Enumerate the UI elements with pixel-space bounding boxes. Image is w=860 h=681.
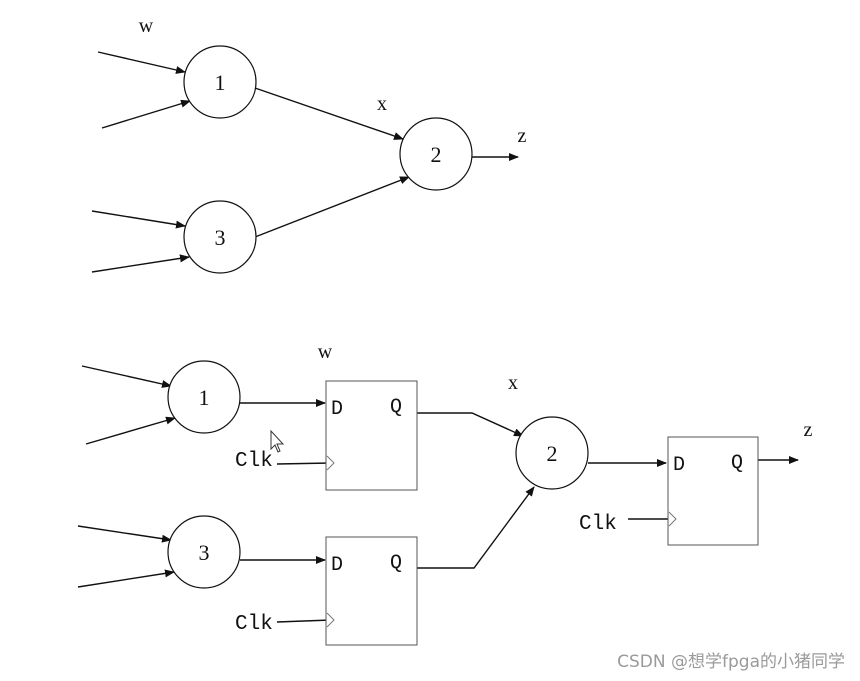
edge-3-to-2 xyxy=(254,176,410,238)
signal-x-label: x xyxy=(377,93,387,115)
input-edge xyxy=(97,51,186,74)
top-diagram: 1 3 2 w x z xyxy=(91,15,527,274)
node-2-label: 2 xyxy=(431,142,442,167)
flip-flop-box xyxy=(325,536,418,646)
flip-flop-box xyxy=(667,436,759,546)
node-3-label: 3 xyxy=(215,225,226,250)
flip-flop-box xyxy=(325,380,418,491)
mouse-cursor-icon xyxy=(270,429,285,453)
ff-bottom-clk-label: Clk xyxy=(235,613,273,636)
signal-z-label: z xyxy=(518,125,527,147)
clk-line-ff-bottom xyxy=(276,619,332,623)
ff-d-port: D xyxy=(331,554,343,577)
flip-flop-top: D Q xyxy=(325,380,418,491)
node-3 xyxy=(167,515,241,589)
node-3 xyxy=(183,200,257,274)
flip-flop-output: D Q xyxy=(667,436,759,546)
ff-q-port: Q xyxy=(390,552,402,575)
ff-output-clk-label: Clk xyxy=(579,513,617,536)
signal-w-label: w xyxy=(139,15,154,37)
edge-w xyxy=(254,87,404,140)
clock-triangle-icon xyxy=(326,612,335,628)
node-2-label: 2 xyxy=(547,441,558,466)
node-3-label: 3 xyxy=(199,540,210,565)
input-edge xyxy=(91,254,190,273)
input-edge xyxy=(91,210,186,229)
watermark: CSDN @想学fpga的小猪同学 xyxy=(617,652,845,672)
edge-ff-bottom-to-2 xyxy=(417,486,535,569)
node-2 xyxy=(515,416,589,490)
ff-q-port: Q xyxy=(731,452,743,475)
signal-z-label: z xyxy=(804,419,813,441)
ff-top-clk-label: Clk xyxy=(235,450,273,473)
flip-flop-bottom: D Q xyxy=(325,536,418,646)
ff-q-port: Q xyxy=(390,396,402,419)
node-1-label: 1 xyxy=(215,70,226,95)
input-edge xyxy=(101,99,191,129)
clock-triangle-icon xyxy=(668,511,677,527)
input-edge xyxy=(85,416,176,445)
ff-d-port: D xyxy=(673,454,685,477)
node-1 xyxy=(167,360,241,434)
node-1-label: 1 xyxy=(199,385,210,410)
signal-w-label: w xyxy=(318,341,333,363)
edge-ff-top-to-2 xyxy=(417,412,524,437)
input-edge xyxy=(81,365,172,388)
input-edge xyxy=(77,525,172,543)
signal-x-label: x xyxy=(508,372,518,394)
node-1 xyxy=(183,45,257,119)
input-edge xyxy=(77,569,175,588)
bottom-diagram: 1 3 2 D Q Clk D Q Clk D Q Clk w xyxy=(77,341,813,646)
clk-line-ff-top xyxy=(276,462,332,465)
node-2 xyxy=(399,117,473,191)
clock-triangle-icon xyxy=(326,455,335,471)
ff-d-port: D xyxy=(331,398,343,421)
